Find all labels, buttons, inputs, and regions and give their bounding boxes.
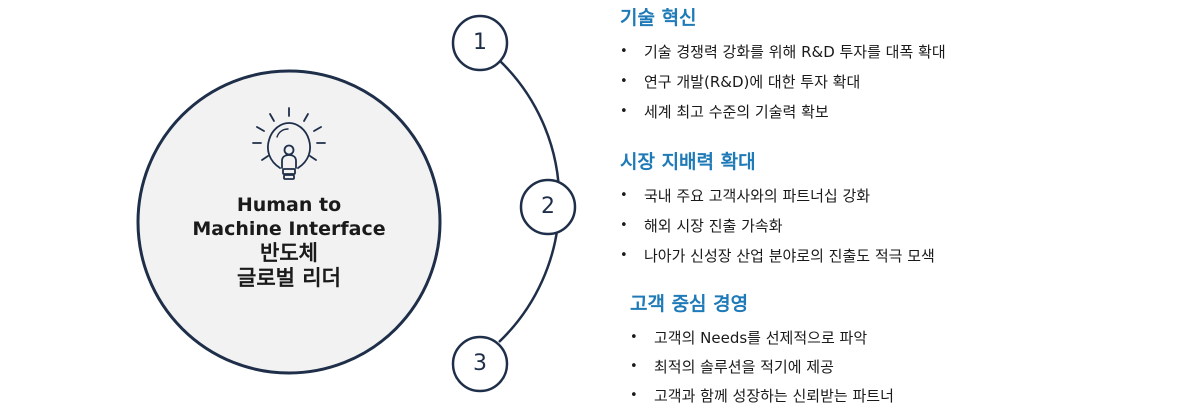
list-item-text: 해외 시장 진출 가속화 <box>644 217 783 235</box>
bullet: • <box>630 359 638 374</box>
list-item: • 해외 시장 진출 가속화 <box>620 216 935 246</box>
list-item: • 고객과 함께 성장하는 신뢰받는 파트너 <box>630 386 894 415</box>
center-line-1: Human to <box>236 194 342 216</box>
list-item-text: 세계 최고 수준의 기술력 확보 <box>644 103 829 121</box>
bullet: • <box>620 248 628 263</box>
section-title: 고객 중심 경영 <box>630 293 749 315</box>
center-line-3: 반도체 <box>260 241 318 265</box>
list-item-text: 나아가 신성장 산업 분야로의 진출도 적극 모색 <box>644 247 935 265</box>
bullet: • <box>620 218 628 233</box>
list-item-text: 최적의 솔루션을 적기에 제공 <box>654 358 834 376</box>
center-line-2: Machine Interface <box>192 218 386 240</box>
bullet: • <box>620 104 628 119</box>
center-circle <box>136 69 442 375</box>
center-line-4: 글로벌 리더 <box>237 266 341 290</box>
list-item: • 연구 개발(R&D)에 대한 투자 확대 <box>620 72 946 102</box>
step-1-number: 1 <box>473 30 487 55</box>
center-label: Human to Machine Interface 반도체 글로벌 리더 <box>150 193 428 291</box>
section-title: 시장 지배력 확대 <box>620 151 756 173</box>
list-item: • 나아가 신성장 산업 분야로의 진출도 적극 모색 <box>620 246 935 276</box>
step-2-number: 2 <box>541 194 555 219</box>
step-2-circle <box>519 178 577 236</box>
list-item: • 기술 경쟁력 강화를 위해 R&D 투자를 대폭 확대 <box>620 42 946 72</box>
step-3-number: 3 <box>473 351 487 376</box>
bullet: • <box>620 188 628 203</box>
section-list: • 기술 경쟁력 강화를 위해 R&D 투자를 대폭 확대 • 연구 개발(R&D)… <box>620 42 946 132</box>
list-item-text: 고객의 Needs를 선제적으로 파악 <box>654 329 868 347</box>
section-market-dominance: 시장 지배력 확대 • 국내 주요 고객사와의 파트너십 강화 • 해외 시장 진출… <box>620 150 935 276</box>
bullet: • <box>630 330 638 345</box>
section-list: • 국내 주요 고객사와의 파트너십 강화 • 해외 시장 진출 가속화 • 나아가 … <box>620 186 935 276</box>
list-item: • 고객의 Needs를 선제적으로 파악 <box>630 328 894 357</box>
list-item: • 세계 최고 수준의 기술력 확보 <box>620 102 946 132</box>
step-1-circle <box>451 14 509 72</box>
bullet: • <box>620 74 628 89</box>
list-item: • 최적의 솔루션을 적기에 제공 <box>630 357 894 386</box>
list-item-text: 국내 주요 고객사와의 파트너십 강화 <box>644 187 871 205</box>
section-list: • 고객의 Needs를 선제적으로 파악 • 최적의 솔루션을 적기에 제공 • 고… <box>630 328 894 415</box>
lightbulb-person-icon <box>252 107 326 180</box>
list-item-text: 고객과 함께 성장하는 신뢰받는 파트너 <box>654 387 894 405</box>
list-item-text: 기술 경쟁력 강화를 위해 R&D 투자를 대폭 확대 <box>644 43 946 61</box>
step-3-circle <box>451 335 509 393</box>
list-item-text: 연구 개발(R&D)에 대한 투자 확대 <box>644 73 861 91</box>
section-customer-centric: 고객 중심 경영 • 고객의 Needs를 선제적으로 파악 • 최적의 솔루션을 … <box>630 292 894 415</box>
section-title: 기술 혁신 <box>620 7 697 29</box>
section-technology-innovation: 기술 혁신 • 기술 경쟁력 강화를 위해 R&D 투자를 대폭 확대 • 연구 개… <box>620 6 946 132</box>
bullet: • <box>630 388 638 403</box>
list-item: • 국내 주요 고객사와의 파트너십 강화 <box>620 186 935 216</box>
bullet: • <box>620 44 628 59</box>
